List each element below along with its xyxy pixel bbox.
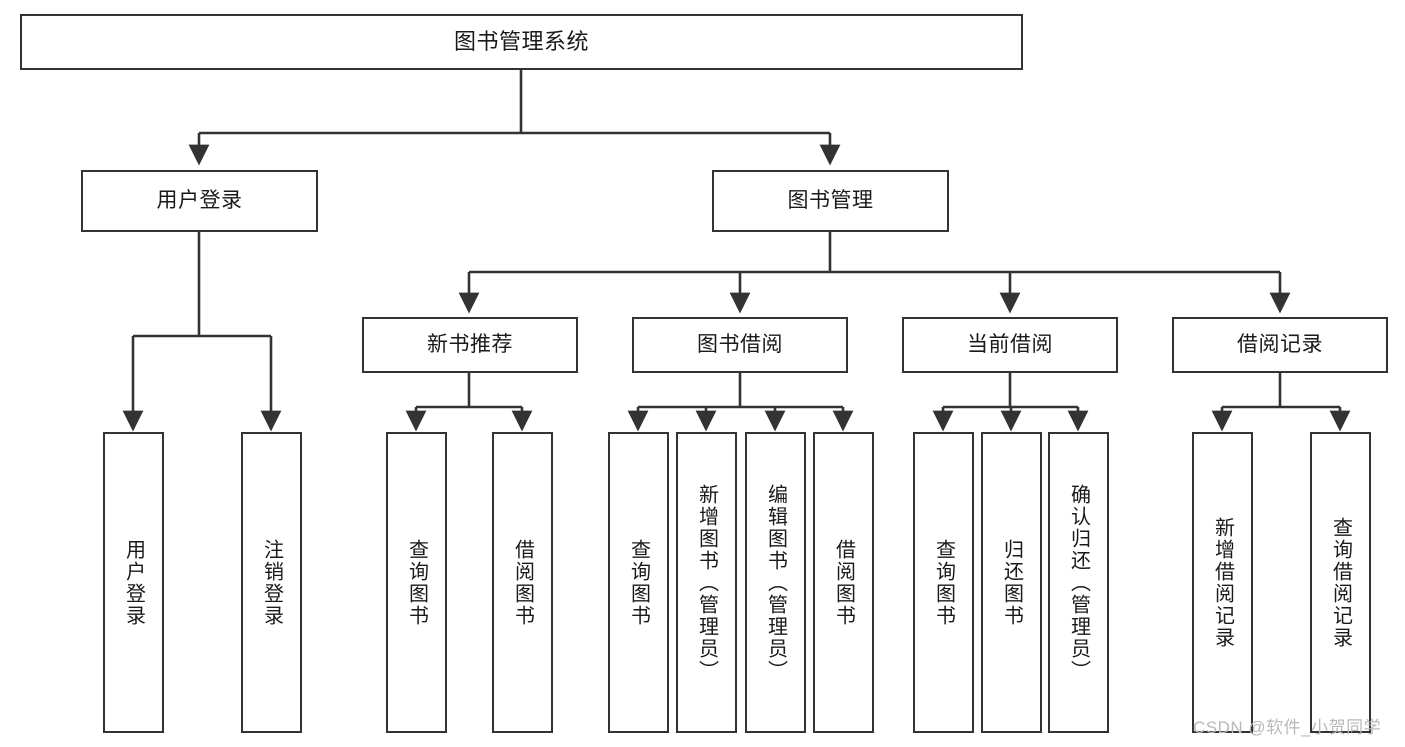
leaf-borrow-record-add-label: 新增借阅记录 [1211,516,1234,649]
leaf-current-borrow-return-label: 归还图书 [1000,538,1023,627]
leaf-user-login-logout[interactable]: 注销登录 [241,432,302,733]
leaf-current-borrow-confirm[interactable]: 确认归还（管理员） [1048,432,1109,733]
node-current-borrow-label: 当前借阅 [967,332,1053,356]
node-borrow-record-label: 借阅记录 [1237,332,1323,356]
node-current-borrow[interactable]: 当前借阅 [902,317,1118,373]
leaf-new-book-query[interactable]: 查询图书 [386,432,447,733]
watermark-text: CSDN @软件_小贺同学 [1193,718,1382,737]
leaf-book-borrow-borrow[interactable]: 借阅图书 [813,432,874,733]
leaf-current-borrow-query-label: 查询图书 [932,538,955,627]
leaf-book-borrow-add[interactable]: 新增图书（管理员） [676,432,737,733]
node-book-borrow-label: 图书借阅 [697,332,783,356]
leaf-borrow-record-query-label: 查询借阅记录 [1329,516,1352,649]
leaf-book-borrow-borrow-label: 借阅图书 [832,538,855,627]
leaf-new-book-borrow-label: 借阅图书 [511,538,534,627]
leaf-user-login-login[interactable]: 用户登录 [103,432,164,733]
node-borrow-record[interactable]: 借阅记录 [1172,317,1388,373]
node-book-management-label: 图书管理 [787,188,874,212]
node-book-borrow[interactable]: 图书借阅 [632,317,848,373]
node-new-book-recommend[interactable]: 新书推荐 [362,317,578,373]
leaf-book-borrow-edit-label: 编辑图书（管理员） [764,483,787,682]
leaf-current-borrow-return[interactable]: 归还图书 [981,432,1042,733]
leaf-book-borrow-query-label: 查询图书 [627,538,650,627]
leaf-user-login-login-label: 用户登录 [122,538,145,627]
node-user-login-label: 用户登录 [156,188,243,212]
leaf-book-borrow-query[interactable]: 查询图书 [608,432,669,733]
node-root[interactable]: 图书管理系统 [20,14,1023,70]
leaf-borrow-record-query[interactable]: 查询借阅记录 [1310,432,1371,733]
node-new-book-recommend-label: 新书推荐 [427,332,513,356]
leaf-book-borrow-add-label: 新增图书（管理员） [695,483,718,682]
leaf-current-borrow-query[interactable]: 查询图书 [913,432,974,733]
leaf-new-book-query-label: 查询图书 [405,538,428,627]
node-user-login[interactable]: 用户登录 [81,170,318,232]
leaf-book-borrow-edit[interactable]: 编辑图书（管理员） [745,432,806,733]
node-book-management[interactable]: 图书管理 [712,170,949,232]
leaf-new-book-borrow[interactable]: 借阅图书 [492,432,553,733]
leaf-user-login-logout-label: 注销登录 [260,538,283,627]
leaf-borrow-record-add[interactable]: 新增借阅记录 [1192,432,1253,733]
leaf-current-borrow-confirm-label: 确认归还（管理员） [1067,483,1090,682]
node-root-label: 图书管理系统 [453,29,589,55]
